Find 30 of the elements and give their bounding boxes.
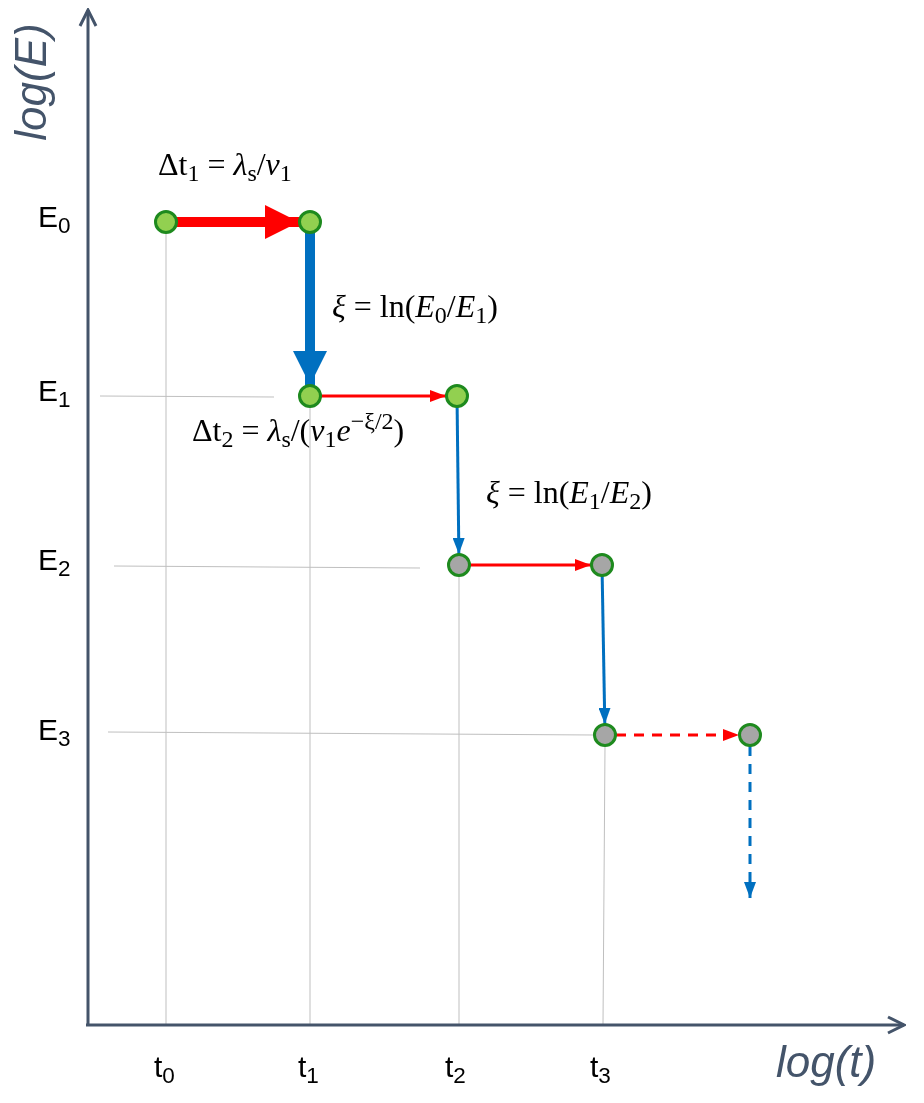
arrow: [293, 233, 327, 385]
edge-label: ξ = ln(E$_{1}$/E$_{2}$): [486, 473, 652, 516]
arrow: [616, 729, 739, 741]
data-point: [593, 723, 617, 747]
tick-label: t$_{0}$: [154, 1052, 175, 1082]
data-point: [445, 384, 469, 408]
data-point: [447, 553, 471, 577]
tick-label: t$_{2}$: [445, 1052, 466, 1082]
edge-label: Δt$_{2}$ = λ$_{s}$/(v$_{1}$e$^{−ξ/2}$): [192, 407, 405, 454]
arrow: [452, 407, 465, 554]
axis-title: log(t): [776, 1040, 877, 1084]
tick-label: E$_{1}$: [38, 376, 71, 406]
arrow: [177, 205, 299, 239]
tick-label: E$_{2}$: [38, 545, 71, 575]
edge-label: Δt$_{1}$ = λ$_{s}$/v$_{1}$: [158, 145, 292, 188]
arrow: [598, 575, 611, 725]
arrow: [321, 390, 446, 402]
arrow: [744, 746, 756, 898]
tick-label: E$_{0}$: [38, 202, 71, 232]
data-point: [590, 553, 614, 577]
tick-label: t$_{3}$: [590, 1052, 611, 1082]
data-point: [298, 210, 322, 234]
tick-label: E$_{3}$: [38, 715, 71, 745]
arrow: [470, 559, 591, 571]
data-point: [738, 723, 762, 747]
tick-label: t$_{1}$: [298, 1052, 319, 1082]
data-point: [154, 210, 178, 234]
data-point: [298, 384, 322, 408]
axis-title: log(E): [8, 23, 53, 141]
edge-label: ξ = ln(E$_{0}$/E$_{1}$): [332, 287, 498, 330]
